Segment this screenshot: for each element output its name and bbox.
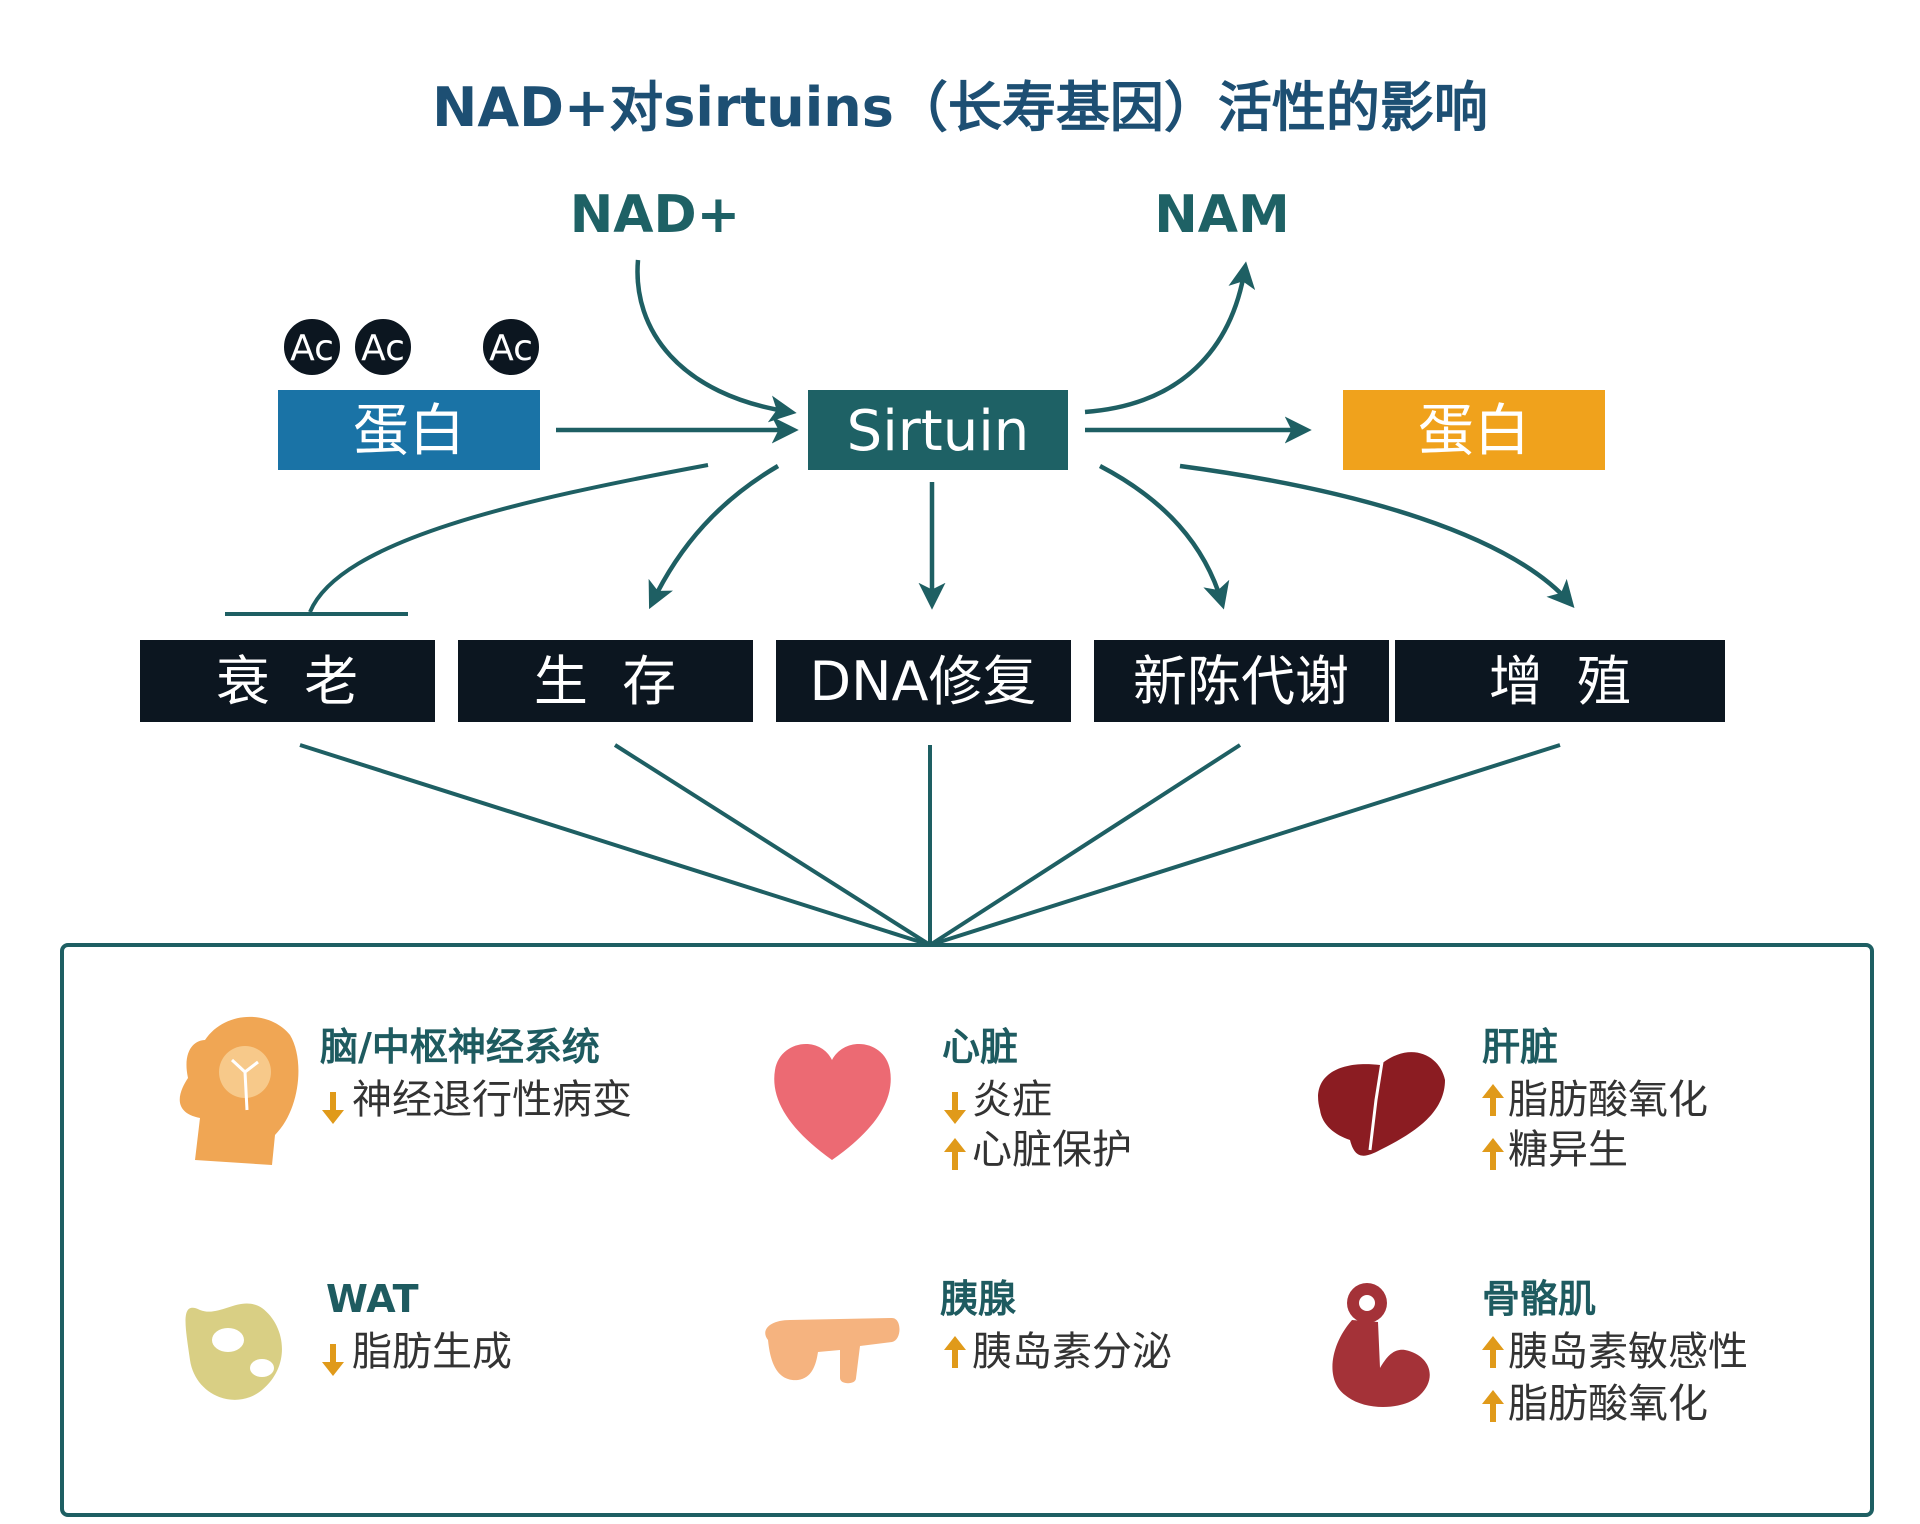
svg-text:Ac: Ac [290, 328, 334, 369]
aging-inhibition-line [308, 463, 709, 613]
svg-text:蛋白: 蛋白 [1418, 399, 1530, 464]
acetyl-group: Ac [353, 317, 413, 377]
nam-label: NAM [1154, 185, 1290, 245]
sirtuin-enzyme-box: Sirtuin [808, 390, 1068, 470]
organ-name-muscle: 骨骼肌 [1482, 1277, 1596, 1321]
up-arrow-icon [1482, 1390, 1504, 1422]
process-survival: 生 存 [458, 640, 753, 722]
sirtuin-to-metabolism-arrow [1098, 464, 1230, 610]
process-aging: 衰 老 [140, 640, 435, 722]
acetyl-group: Ac [282, 317, 342, 377]
svg-text:Sirtuin: Sirtuin [847, 399, 1030, 464]
svg-text:蛋白: 蛋白 [353, 399, 465, 464]
heart-icon [774, 1043, 891, 1160]
down-arrow-icon [322, 1092, 344, 1124]
svg-text:Ac: Ac [489, 328, 533, 369]
muscle-arm-icon [1332, 1283, 1430, 1408]
sirtuin-to-nam-arrow [1084, 261, 1256, 415]
deacetylated-protein-box: 蛋白 [1343, 390, 1605, 470]
svg-text:DNA修复: DNA修复 [810, 650, 1037, 713]
nad-plus-label: NAD+ [570, 185, 741, 245]
up-arrow-icon [1482, 1138, 1504, 1170]
organ-name-liver: 肝脏 [1482, 1025, 1558, 1069]
svg-text:新陈代谢: 新陈代谢 [1133, 650, 1349, 713]
organ-name-brain: 脑/中枢神经系统 [320, 1025, 600, 1069]
svg-text:增 殖: 增 殖 [1489, 650, 1631, 713]
acetylated-protein-box: 蛋白 [278, 390, 540, 470]
adipose-tissue-icon [185, 1303, 282, 1400]
svg-text:衰 老: 衰 老 [216, 650, 358, 713]
organ-name-heart: 心脏 [942, 1025, 1018, 1069]
up-arrow-icon [1482, 1084, 1504, 1116]
organ-name-wat: WAT [326, 1277, 419, 1321]
sirtuin-to-proliferation-arrow [1179, 463, 1575, 609]
organ-effects-panel [60, 943, 1874, 1517]
svg-text:生 存: 生 存 [534, 650, 676, 713]
organ-effect-liver-1: 脂肪酸氧化 [1508, 1077, 1708, 1123]
organ-effect-heart-2: 心脏保护 [972, 1127, 1132, 1173]
up-arrow-icon [944, 1138, 966, 1170]
down-arrow-icon [944, 1092, 966, 1124]
organ-effect-liver-2: 糖异生 [1508, 1127, 1628, 1173]
process-proliferation: 增 殖 [1395, 640, 1725, 722]
up-arrow-icon [1482, 1336, 1504, 1368]
brain-head-icon [179, 1016, 299, 1165]
down-arrow-icon [322, 1344, 344, 1376]
sirtuin-to-survival-arrow [648, 464, 780, 610]
process-dna-repair: DNA修复 [776, 640, 1071, 722]
organ-effect-brain-1: 神经退行性病变 [352, 1077, 632, 1123]
organ-name-pancreas: 胰腺 [940, 1277, 1017, 1321]
nad-to-sirtuin-arrow [635, 259, 797, 423]
process-metabolism: 新陈代谢 [1094, 640, 1389, 722]
diagram-title: NAD+对sirtuins（长寿基因）活性的影响 [432, 76, 1488, 139]
organ-effect-muscle-1: 胰岛素敏感性 [1508, 1329, 1748, 1375]
organ-effect-muscle-2: 脂肪酸氧化 [1508, 1381, 1708, 1427]
converging-lines [299, 743, 1561, 947]
acetyl-group: Ac [481, 317, 541, 377]
organ-effect-pancreas-1: 胰岛素分泌 [972, 1329, 1172, 1375]
pancreas-icon [765, 1318, 900, 1384]
organ-effect-wat-1: 脂肪生成 [352, 1329, 512, 1375]
up-arrow-icon [944, 1336, 966, 1368]
organ-effect-heart-1: 炎症 [972, 1077, 1052, 1123]
liver-icon [1318, 1052, 1445, 1156]
svg-text:Ac: Ac [361, 328, 405, 369]
